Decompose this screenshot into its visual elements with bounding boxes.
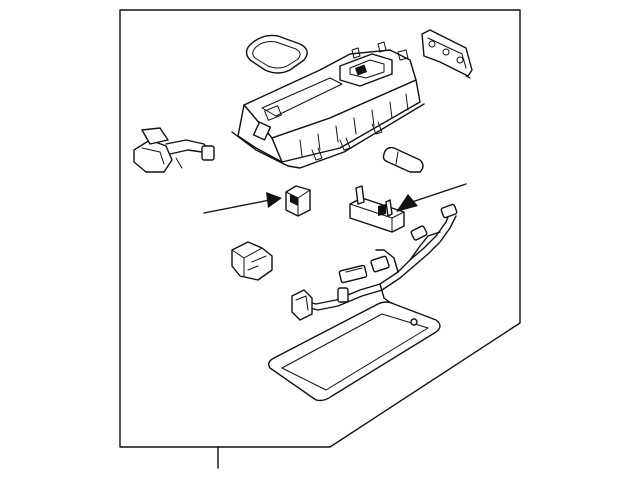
- wiring-harness: [291, 203, 458, 321]
- seal-gasket: [245, 34, 308, 74]
- small-switch: [285, 185, 311, 217]
- mounting-bracket: [421, 29, 473, 79]
- bulb: [382, 146, 424, 173]
- rear-connector: [133, 127, 215, 173]
- side-socket: [231, 241, 273, 281]
- callout-arrow-right: [396, 183, 467, 212]
- lens-cover: [267, 301, 441, 402]
- assembly-frame: [119, 9, 521, 448]
- callout-arrow-left: [203, 192, 282, 214]
- lamp-housing: [231, 41, 425, 169]
- clip-retainer: [349, 185, 405, 233]
